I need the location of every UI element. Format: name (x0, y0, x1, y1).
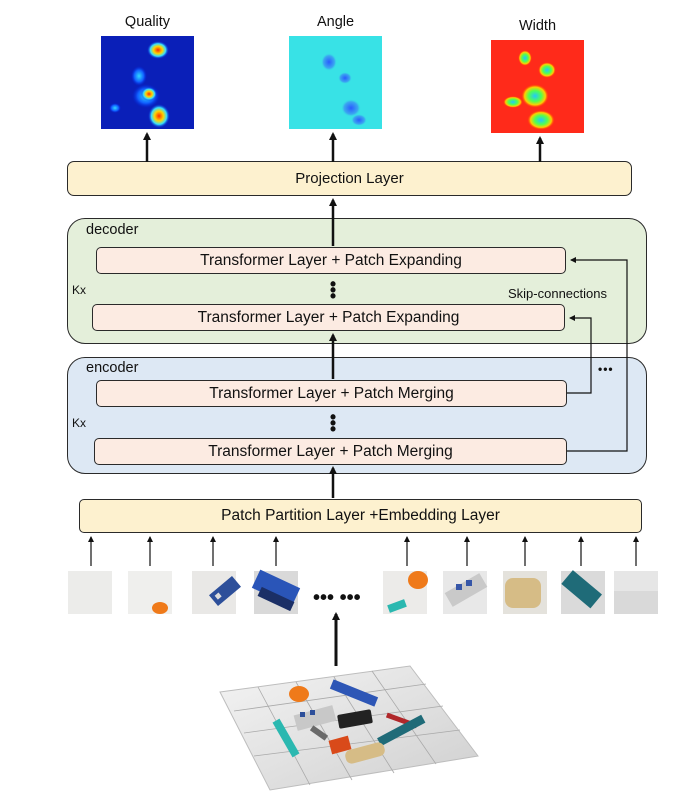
width-title: Width (518, 18, 557, 34)
skip-ellipsis: ••• (598, 362, 614, 376)
quality-heatmap (101, 36, 194, 129)
patch-ellipsis: ••• ••• (313, 587, 361, 609)
image-patches: ••• ••• (68, 569, 658, 614)
decoder-label: decoder (86, 222, 139, 238)
patch-4 (251, 569, 301, 614)
skip-connections-label: Skip-connections (508, 286, 607, 301)
patch-partition-embedding-layer: Patch Partition Layer +Embedding Layer (79, 499, 642, 533)
quality-title: Quality (124, 14, 171, 30)
decoder-repeat-label: Kx (72, 283, 87, 297)
input-scene-image (219, 665, 479, 791)
width-heatmap (491, 40, 584, 133)
decoder-layer-bottom: Transformer Layer + Patch Expanding (92, 304, 565, 331)
encoder-repeat-label: Kx (72, 416, 87, 430)
projection-layer: Projection Layer (67, 161, 632, 196)
encoder-layer-bottom: Transformer Layer + Patch Merging (94, 438, 567, 465)
angle-heatmap (289, 36, 382, 129)
patch-9 (614, 571, 658, 614)
patch-3 (192, 571, 241, 614)
angle-title: Angle (316, 14, 355, 30)
patch-8 (561, 570, 605, 614)
patch-5 (383, 571, 428, 614)
encoder-layer-top: Transformer Layer + Patch Merging (96, 380, 567, 407)
patch-1 (68, 571, 112, 614)
decoder-layer-top: Transformer Layer + Patch Expanding (96, 247, 566, 274)
patch-7 (503, 571, 547, 614)
encoder-vertical-dots: ••• (329, 407, 337, 439)
patch-2 (128, 571, 172, 614)
patch-6 (443, 571, 488, 614)
decoder-vertical-dots: ••• (329, 274, 337, 306)
encoder-label: encoder (86, 360, 139, 376)
